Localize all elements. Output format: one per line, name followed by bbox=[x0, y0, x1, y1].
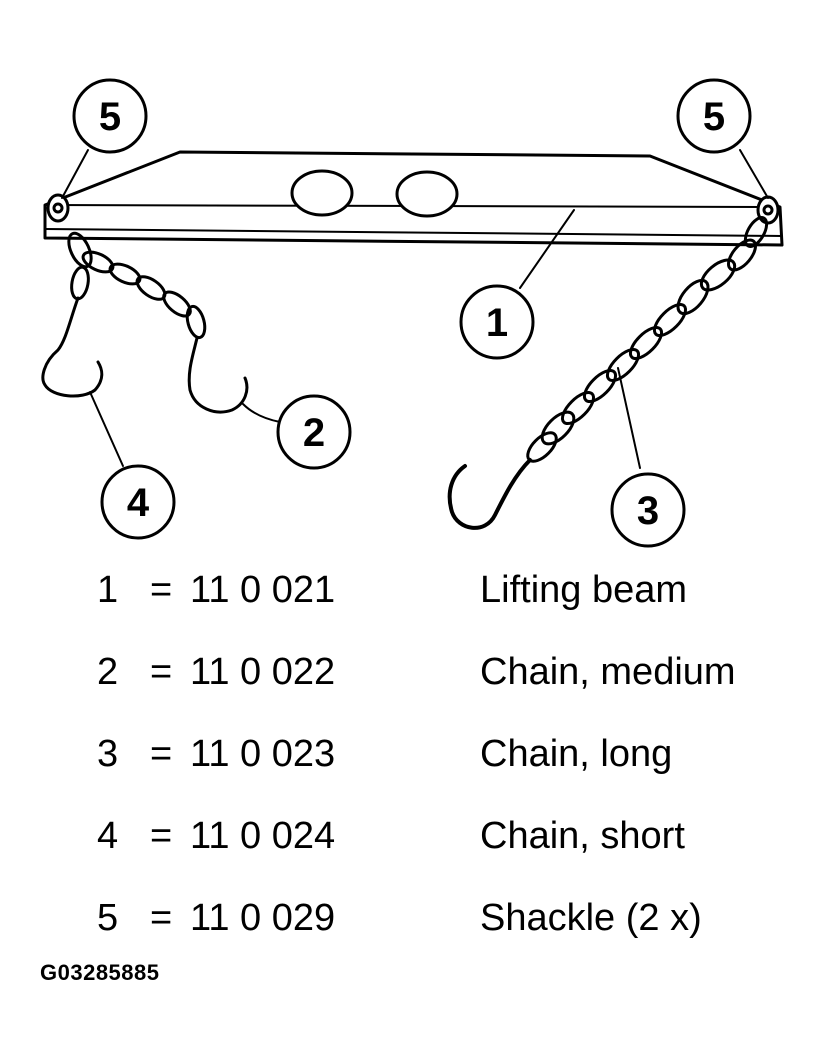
lifting-beam bbox=[43, 150, 784, 247]
callout-1: 1 bbox=[486, 301, 508, 345]
legend-row-5: 5 = 11 0 029 Shackle (2 x) bbox=[0, 893, 822, 943]
legend-row-1: 1 = 11 0 021 Lifting beam bbox=[0, 565, 822, 615]
legend-part-number: 11 0 021 bbox=[190, 569, 336, 611]
callout-circle-2 bbox=[276, 394, 352, 470]
legend-number: 4 bbox=[97, 815, 119, 857]
callout-4: 4 bbox=[127, 481, 150, 525]
legend-number: 3 bbox=[97, 733, 119, 775]
legend-part-number: 11 0 029 bbox=[190, 897, 336, 939]
callout-circle-5-right bbox=[676, 78, 752, 154]
callout-5-right: 5 bbox=[703, 95, 725, 139]
callout-circles bbox=[72, 78, 752, 548]
lifting-tool-diagram: 5 5 1 2 4 3 bbox=[41, 78, 784, 548]
legend-equals: = bbox=[150, 651, 173, 693]
chain-long bbox=[447, 216, 769, 530]
legend-row-3: 3 = 11 0 023 Chain, long bbox=[0, 729, 822, 779]
callout-5-left: 5 bbox=[99, 95, 121, 139]
legend-equals: = bbox=[150, 733, 173, 775]
callout-2: 2 bbox=[303, 411, 325, 455]
legend-number: 1 bbox=[97, 569, 119, 611]
chain-medium bbox=[81, 250, 249, 414]
legend-description: Lifting beam bbox=[480, 569, 688, 611]
callout-circle-5-left bbox=[72, 78, 148, 154]
legend-row-4: 4 = 11 0 024 Chain, short bbox=[0, 811, 822, 861]
leader-lines bbox=[61, 149, 769, 469]
legend-equals: = bbox=[150, 897, 173, 939]
legend-part-number: 11 0 024 bbox=[190, 815, 336, 857]
legend-description: Chain, short bbox=[480, 815, 685, 857]
figure-id: G03285885 bbox=[40, 960, 160, 985]
legend-equals: = bbox=[150, 815, 173, 857]
legend-part-number: 11 0 023 bbox=[190, 733, 336, 775]
legend-description: Chain, medium bbox=[480, 651, 736, 693]
legend-description: Shackle (2 x) bbox=[480, 897, 702, 939]
legend-row-2: 2 = 11 0 022 Chain, medium bbox=[0, 647, 822, 697]
callout-3: 3 bbox=[637, 489, 659, 533]
legend-equals: = bbox=[150, 569, 173, 611]
legend-number: 5 bbox=[97, 897, 119, 939]
legend-description: Chain, long bbox=[480, 733, 673, 775]
callout-circle-1 bbox=[459, 284, 535, 360]
diagram-canvas: 5 5 1 2 4 3 bbox=[41, 78, 784, 548]
legend-number: 2 bbox=[97, 651, 119, 693]
callout-circle-4 bbox=[100, 464, 176, 540]
legend-part-number: 11 0 022 bbox=[190, 651, 336, 693]
callout-circle-3 bbox=[610, 472, 686, 548]
shackle-left bbox=[46, 193, 70, 223]
chain-short bbox=[41, 231, 104, 398]
